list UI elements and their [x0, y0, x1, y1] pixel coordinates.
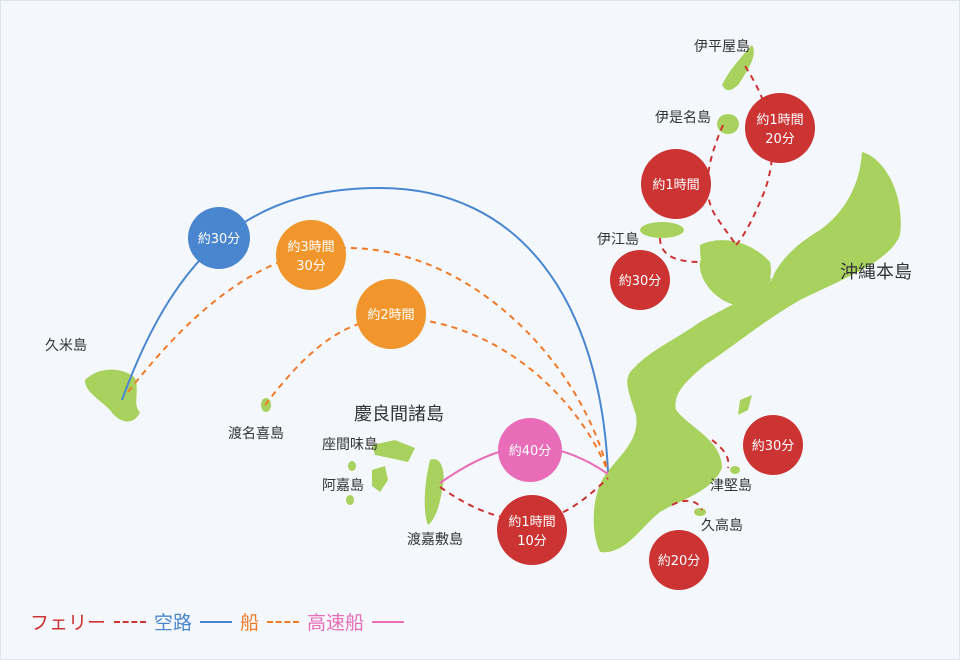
- route-iheya-ferry[interactable]: [735, 65, 774, 246]
- island-okinawa-main[interactable]: [593, 152, 901, 553]
- route-kume-air[interactable]: [121, 186, 609, 473]
- duration-text: 約1時間: [756, 113, 803, 128]
- label-aka: 阿嘉島: [322, 478, 364, 494]
- island-aka[interactable]: [372, 466, 388, 492]
- label-izena: 伊是名島: [655, 110, 711, 126]
- badge-tonaki-ship: 約2時間: [356, 279, 426, 349]
- island-iheya[interactable]: [722, 45, 754, 91]
- island-kudaka[interactable]: [694, 508, 706, 516]
- island-kume[interactable]: [85, 369, 140, 422]
- duration-text: 約40分: [509, 444, 552, 459]
- island-tsuken-small: [730, 466, 740, 474]
- island-ie[interactable]: [640, 222, 684, 238]
- legend-highspeed-line: [372, 620, 405, 623]
- label-kudaka: 久高島: [701, 517, 743, 534]
- route-kudaka-ferry[interactable]: [671, 499, 703, 511]
- legend-air-line: [200, 620, 233, 623]
- label-kume: 久米島: [45, 338, 87, 354]
- duration-text: 20分: [765, 132, 795, 147]
- label-iheya: 伊平屋島: [694, 39, 750, 55]
- duration-text: 約20分: [658, 554, 701, 569]
- legend-ferry-label: フェリー: [30, 612, 107, 634]
- island-tsuken[interactable]: [738, 395, 752, 415]
- label-tonaki: 渡名喜島: [228, 426, 284, 442]
- label-tokashiki: 渡嘉敷島: [407, 532, 463, 548]
- legend-highspeed-label: 高速船: [307, 612, 365, 634]
- island-small: [348, 461, 356, 471]
- island-small: [346, 495, 354, 505]
- routes: [121, 65, 774, 522]
- badge-izena-ferry: 約1時間: [641, 149, 711, 219]
- legend: フェリー 空路 船 高速船: [30, 608, 412, 635]
- duration-text: 約1時間: [652, 178, 699, 193]
- island-motobu: [700, 240, 771, 305]
- island-zamami[interactable]: [372, 440, 415, 462]
- island-labels: 伊平屋島 伊是名島 伊江島 沖縄本島 久米島 渡名喜島 慶良間諸島 座間味島 阿…: [45, 39, 912, 548]
- label-ie: 伊江島: [597, 232, 639, 248]
- badge-kerama-highspeed: 約40分: [498, 418, 562, 482]
- legend-ship-line: [267, 620, 300, 623]
- duration-text: 約30分: [619, 274, 662, 289]
- legend-ship-label: 船: [240, 612, 260, 634]
- route-kume-ship[interactable]: [127, 246, 609, 473]
- duration-text: 10分: [517, 534, 547, 549]
- islands: [85, 45, 901, 553]
- label-okinawa-main: 沖縄本島: [840, 262, 912, 283]
- route-tsuken-ferry[interactable]: [711, 439, 730, 469]
- route-ie-ferry[interactable]: [659, 237, 701, 263]
- badge-iheya-ferry: 約1時間 20分: [745, 93, 815, 163]
- duration-text: 約2時間: [367, 308, 414, 323]
- badge-kudaka-ferry: 約20分: [649, 530, 709, 590]
- duration-text: 30分: [296, 259, 326, 274]
- badge-kume-ship: 約3時間 30分: [276, 220, 346, 290]
- badge-ie-ferry: 約30分: [610, 250, 670, 310]
- badge-kerama-ferry: 約1時間 10分: [497, 495, 567, 565]
- island-tokashiki[interactable]: [424, 459, 444, 525]
- legend-air-label: 空路: [154, 612, 193, 634]
- label-kerama: 慶良間諸島: [354, 404, 444, 425]
- duration-text: 約30分: [198, 232, 241, 247]
- legend-ferry-line: [114, 620, 147, 623]
- duration-text: 約1時間: [508, 515, 555, 530]
- island-izena[interactable]: [717, 114, 739, 134]
- route-izena-ferry[interactable]: [706, 124, 737, 246]
- label-zamami: 座間味島: [322, 437, 378, 453]
- duration-text: 約30分: [752, 439, 795, 454]
- label-tsuken: 津堅島: [710, 478, 752, 494]
- route-kerama-ferry[interactable]: [439, 477, 609, 522]
- badge-tsuken-ferry: 約30分: [743, 415, 803, 475]
- badge-kume-air: 約30分: [188, 207, 250, 269]
- duration-text: 約3時間: [287, 240, 334, 255]
